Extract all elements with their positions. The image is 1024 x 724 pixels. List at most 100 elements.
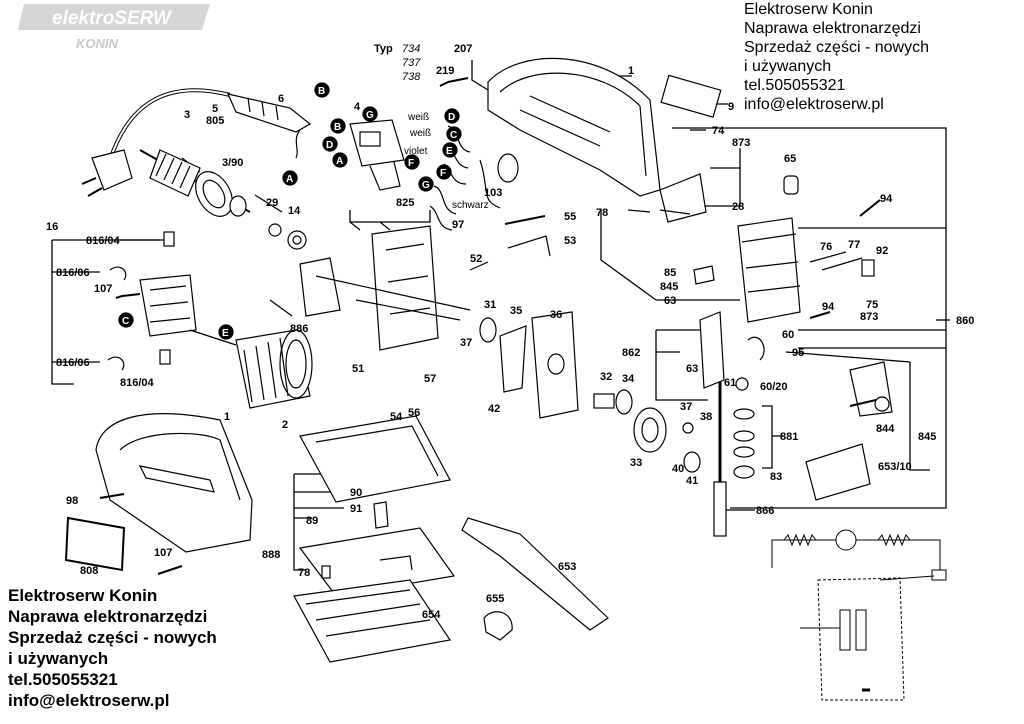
top-housing (439, 57, 722, 197)
svg-text:D: D (326, 140, 333, 151)
part-label: 61 (724, 377, 736, 389)
part-label: 85 (664, 267, 676, 279)
roller-guide (805, 361, 893, 501)
marker-b: B (314, 82, 330, 98)
logo-city: KONIN (76, 36, 119, 51)
part-label: 52 (470, 253, 482, 265)
marker-g: G (362, 106, 378, 122)
part-label: 98 (66, 495, 78, 507)
part-label: 873 (860, 311, 878, 323)
part-label: 1 (224, 411, 230, 423)
part-label: 654 (422, 609, 441, 621)
marker-a: A (282, 170, 298, 186)
power-cord (81, 88, 312, 197)
part-label: 56 (408, 407, 420, 419)
marker-e: E (442, 142, 458, 158)
part-label: 60/20 (760, 381, 788, 393)
field-stator (189, 329, 313, 409)
part-label: 36 (550, 309, 562, 321)
part-label: 38 (700, 411, 712, 423)
part-label: 2 (282, 419, 288, 431)
marker-f2: F (436, 164, 452, 180)
svg-text:F: F (408, 158, 414, 169)
part-label: 94 (822, 301, 835, 313)
part-label: 89 (306, 515, 318, 527)
svg-text:A: A (286, 174, 293, 185)
part-label: 63 (686, 363, 698, 375)
typ-code: 738 (402, 71, 421, 83)
svg-text:E: E (446, 146, 453, 157)
marker-f: F (404, 154, 420, 170)
part-label: 29 (266, 197, 278, 209)
part-label: 816/06 (56, 267, 90, 279)
part-label: 844 (876, 423, 895, 435)
part-label: 207 (454, 43, 472, 55)
wire-color-label: weiß (407, 112, 429, 123)
part-label: 65 (784, 153, 796, 165)
part-label: 40 (672, 463, 684, 475)
part-label: 886 (290, 323, 308, 335)
contact-line: tel.505055321 (744, 77, 846, 94)
svg-text:B: B (318, 86, 325, 97)
svg-text:F: F (440, 168, 446, 179)
marker-g2: G (418, 176, 434, 192)
contact-line: Elektroserw Konin (744, 1, 873, 18)
svg-text:D: D (448, 112, 455, 123)
part-label: 95 (792, 347, 804, 359)
marker-e2: E (218, 324, 234, 340)
svg-text:B: B (334, 122, 341, 133)
svg-text:C: C (450, 130, 457, 141)
part-label: 83 (770, 471, 782, 483)
part-label: 57 (424, 373, 436, 385)
part-label: 881 (780, 431, 798, 443)
part-label: 37 (460, 337, 472, 349)
part-label: 41 (686, 475, 698, 487)
part-label: 16 (46, 221, 58, 233)
part-label: 808 (80, 565, 98, 577)
contact-line: i używanych (8, 649, 109, 668)
part-label: 51 (352, 363, 364, 375)
part-label: 78 (596, 207, 608, 219)
circuit-schematic (771, 529, 947, 701)
left-small-parts (107, 223, 307, 371)
part-label: 92 (876, 245, 888, 257)
part-label: 32 (600, 371, 612, 383)
logo-brand: elektroSERW (52, 8, 173, 29)
contact-line: Elektroserw Konin (8, 586, 158, 605)
part-label: 860 (956, 315, 974, 327)
part-label: 4 (354, 101, 361, 113)
part-label: 219 (436, 65, 454, 77)
part-label: 5 (212, 103, 218, 115)
svg-text:G: G (422, 180, 430, 191)
contact-block-top: Elektroserw Konin Naprawa elektronarzędz… (744, 0, 929, 114)
contact-line: Sprzedaż części - nowych (8, 628, 217, 647)
part-label: 873 (732, 137, 750, 149)
svg-text:G: G (366, 110, 374, 121)
part-label: 862 (622, 347, 640, 359)
part-label: 888 (262, 549, 280, 561)
marker-c2: C (118, 312, 134, 328)
part-label: 866 (756, 505, 774, 517)
typ-label: Typ (374, 43, 393, 55)
base-plate (293, 415, 609, 663)
part-label: 42 (488, 403, 500, 415)
marker-d2: D (444, 108, 460, 124)
part-label: 35 (510, 305, 522, 317)
part-label: 60 (782, 329, 794, 341)
part-label: 31 (484, 299, 496, 311)
gear-parts (479, 311, 765, 537)
contact-line: Naprawa elektronarzędzi (8, 607, 208, 626)
part-label: 75 (866, 299, 878, 311)
type-codes: Typ 734 737 738 weiß weiß violet schwarz (374, 43, 489, 211)
marker-a2: A (332, 152, 348, 168)
lower-housing (64, 413, 253, 575)
contact-line: i używanych (744, 58, 832, 75)
contact-line: Naprawa elektronarzędzi (744, 20, 921, 37)
part-label: 37 (680, 401, 692, 413)
marker-b2: B (330, 118, 346, 134)
part-label: 78 (298, 567, 310, 579)
part-label: 3/90 (222, 157, 243, 169)
part-label: 107 (94, 283, 112, 295)
part-label: 816/06 (56, 357, 90, 369)
